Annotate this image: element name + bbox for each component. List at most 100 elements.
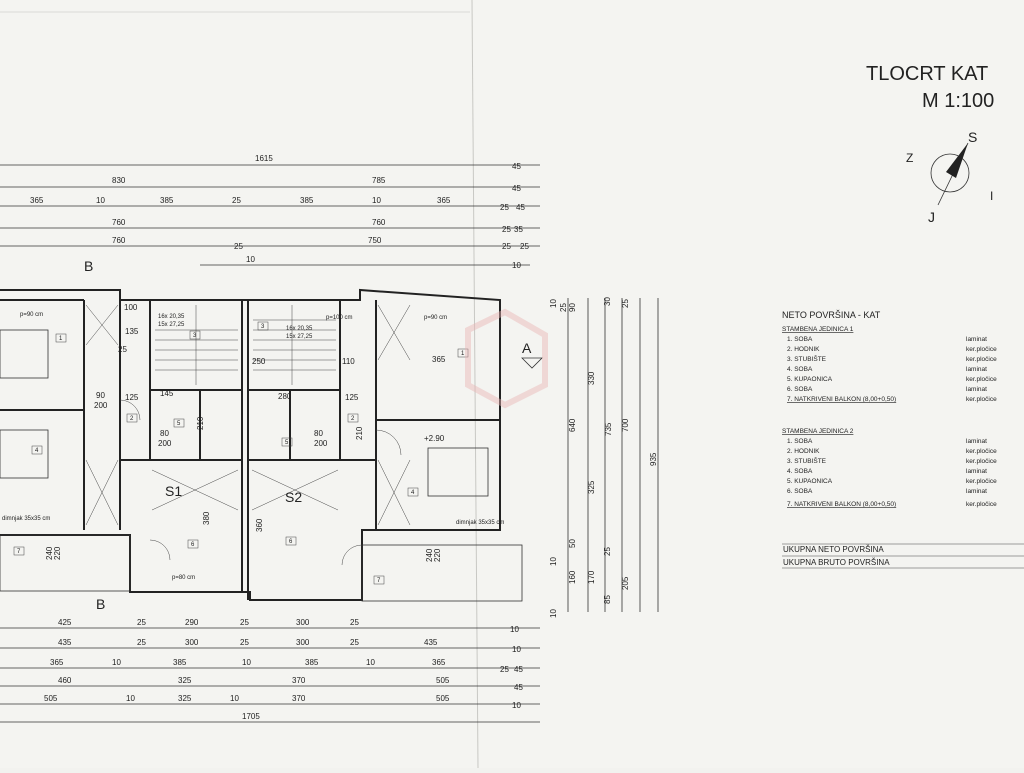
room-tag: 5 <box>173 418 185 428</box>
dim-r-10c: 10 <box>549 609 558 618</box>
elevation-mark: +2.90 <box>424 434 445 443</box>
dim-bot-25d: 25 <box>137 638 146 647</box>
dim-top-45b: 45 <box>512 184 521 193</box>
dim-r-735: 735 <box>604 422 613 436</box>
unit2-room-7: 7. NATKRIVENI BALKON (8,00+0,50) <box>787 501 896 508</box>
dim-bot-10d: 10 <box>242 658 251 667</box>
section-a-arrow-icon <box>521 357 543 369</box>
dim-bot-385b: 385 <box>305 658 319 667</box>
dim-bot-25e: 25 <box>240 638 249 647</box>
unit2-room-4: 4. SOBA <box>787 468 813 475</box>
unit1-room-7: 7. NATKRIVENI BALKON (8,00+0,50) <box>787 396 896 403</box>
bottom-dimension-chain: 425 25 290 25 300 25 10 435 25 300 25 30… <box>0 618 540 723</box>
unit1-room-2: 2. HODNIK <box>787 346 820 353</box>
unit1-room-4: 4. SOBA <box>787 366 813 373</box>
unit2-room-6: 6. SOBA <box>787 488 813 495</box>
svg-text:7: 7 <box>377 578 381 584</box>
door-note: p=100 cm <box>326 315 353 321</box>
svg-text:2: 2 <box>130 416 134 422</box>
dim-top-25b: 25 <box>500 203 509 212</box>
room-tag: 4 <box>31 445 43 455</box>
dim-bot-370b: 370 <box>292 694 306 703</box>
plan-dim: 365 <box>432 355 446 364</box>
room-tag: 5 <box>281 437 293 447</box>
dim-r-25b: 25 <box>621 299 630 308</box>
svg-text:4: 4 <box>35 448 39 454</box>
dim-bot-45b: 45 <box>514 683 523 692</box>
plan-dim: 25 <box>118 345 127 354</box>
room-tag: 3 <box>189 330 201 340</box>
unit2-floor-1: laminat <box>966 438 987 445</box>
dim-top-760b: 760 <box>372 218 386 227</box>
dim-top-25e: 25 <box>502 242 511 251</box>
room-tag: 2 <box>126 413 138 423</box>
svg-text:4: 4 <box>411 490 415 496</box>
section-marker-b-top: B <box>84 258 93 274</box>
unit1-name: STAMBENA JEDINICA 1 <box>782 326 854 333</box>
plan-dim: 210 <box>196 416 205 430</box>
dim-bot-435b: 435 <box>424 638 438 647</box>
dim-top-25d: 25 <box>234 242 243 251</box>
top-dimension-chain: 1615 45 830 785 45 365 10 385 25 385 10 … <box>0 154 540 270</box>
plan-dim: 125 <box>125 393 139 402</box>
dim-top-35: 35 <box>514 225 523 234</box>
room-tag: 7 <box>373 575 385 585</box>
unit1-room-6: 6. SOBA <box>787 386 813 393</box>
svg-text:6: 6 <box>191 542 195 548</box>
dim-r-50: 50 <box>568 539 577 548</box>
unit2-floor-7: ker.pločice <box>966 501 997 508</box>
plan-dim: 125 <box>345 393 359 402</box>
dim-bot-10c: 10 <box>112 658 121 667</box>
room-tag: 7 <box>13 546 25 556</box>
plan-dim: 280 <box>278 392 292 401</box>
door-note: p=80 cm <box>172 575 195 581</box>
drawing-title: TLOCRT KAT <box>866 63 988 85</box>
unit2-floor-4: laminat <box>966 468 987 475</box>
dim-top-385a: 385 <box>160 196 174 205</box>
dim-top-760a: 760 <box>112 218 126 227</box>
dim-top-365b: 365 <box>437 196 451 205</box>
dim-bot-290: 290 <box>185 618 199 627</box>
total-gross-area: UKUPNA BRUTO POVRŠINA <box>783 558 890 567</box>
dim-r-25a: 25 <box>559 303 568 312</box>
svg-text:1: 1 <box>461 351 465 357</box>
chimney-note: dimnjak 35x35 cm <box>456 520 504 526</box>
unit2-room-3: 3. STUBIŠTE <box>787 456 827 465</box>
svg-text:7: 7 <box>17 549 21 555</box>
unit2-floor-2: ker.pločice <box>966 448 997 455</box>
building-outline <box>0 288 523 602</box>
svg-text:3: 3 <box>193 333 197 339</box>
dim-top-25f: 25 <box>520 242 529 251</box>
svg-text:2: 2 <box>351 416 355 422</box>
svg-text:5: 5 <box>177 421 181 427</box>
plan-dim: 200 <box>314 439 328 448</box>
unit1-room-1: 1. SOBA <box>787 336 813 343</box>
dim-bot-10g: 10 <box>230 694 239 703</box>
dim-r-330: 330 <box>587 371 596 385</box>
dim-r-170: 170 <box>587 570 596 584</box>
plan-dim: 100 <box>124 303 138 312</box>
door-note: p=90 cm <box>424 315 447 321</box>
dim-top-830: 830 <box>112 176 126 185</box>
dim-bot-505c: 505 <box>436 694 450 703</box>
unit2-floor-5: ker.pločice <box>966 478 997 485</box>
dim-top-385b: 385 <box>300 196 314 205</box>
dim-r-640: 640 <box>568 418 577 432</box>
section-marker-b-bottom: B <box>96 596 105 612</box>
dim-top-10d: 10 <box>512 261 521 270</box>
unit-label-s2: S2 <box>285 489 302 505</box>
room-tag: 6 <box>187 539 199 549</box>
dim-r-935: 935 <box>649 452 658 466</box>
dim-bot-365a: 365 <box>50 658 64 667</box>
unit2-floor-6: laminat <box>966 488 987 495</box>
drawing-scale: M 1:100 <box>922 90 994 112</box>
dim-bot-505b: 505 <box>44 694 58 703</box>
svg-text:1: 1 <box>59 336 63 342</box>
table-heading: NETO POVRŠINA - KAT <box>782 310 881 320</box>
unit1-floor-7: ker.pločice <box>966 396 997 403</box>
dim-top-25a: 25 <box>232 196 241 205</box>
plan-dim: 135 <box>125 327 139 336</box>
svg-text:3: 3 <box>261 324 265 330</box>
dim-top-10a: 10 <box>96 196 105 205</box>
